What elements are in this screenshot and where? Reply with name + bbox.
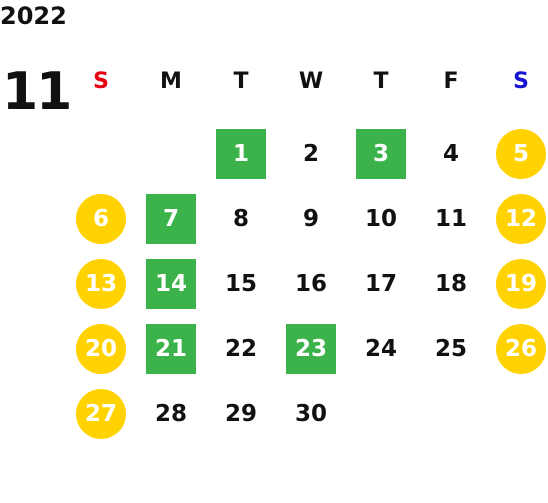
weekday-header: T (233, 68, 249, 94)
day-number: 4 (442, 140, 459, 167)
day-cell[interactable]: 22 (206, 316, 276, 381)
day-cell (416, 381, 486, 446)
day-number: 16 (294, 270, 327, 297)
day-number: 6 (76, 193, 126, 244)
day-cell[interactable]: 6 (66, 186, 136, 251)
day-cell[interactable]: 14 (136, 251, 206, 316)
empty-day (146, 129, 196, 179)
day-number: 24 (364, 335, 397, 362)
day-cell[interactable]: 27 (66, 381, 136, 446)
day-cell[interactable]: 3 (346, 121, 416, 186)
day-number: 7 (146, 193, 196, 244)
day-cell[interactable]: 13 (66, 251, 136, 316)
day-cell[interactable]: 19 (486, 251, 548, 316)
weekday-header: S (513, 68, 529, 94)
day-cell (486, 381, 548, 446)
day-number: 26 (496, 323, 546, 374)
day-cell (346, 381, 416, 446)
day-cell[interactable]: 26 (486, 316, 548, 381)
day-number: 28 (154, 400, 187, 427)
day-cell[interactable]: 11 (416, 186, 486, 251)
day-number: 10 (364, 205, 397, 232)
day-number: 27 (76, 388, 126, 439)
day-number: 1 (216, 128, 266, 179)
day-number: 2 (302, 140, 319, 167)
day-cell[interactable]: 4 (416, 121, 486, 186)
day-cell[interactable]: 10 (346, 186, 416, 251)
empty-day (356, 389, 406, 439)
day-number: 20 (76, 323, 126, 374)
day-cell[interactable]: 30 (276, 381, 346, 446)
day-cell[interactable]: 25 (416, 316, 486, 381)
day-number: 17 (364, 270, 397, 297)
day-cell (136, 121, 206, 186)
day-cell[interactable]: 12 (486, 186, 548, 251)
day-number: 8 (232, 205, 249, 232)
weekday-header: T (373, 68, 389, 94)
day-number: 29 (224, 400, 257, 427)
day-number: 5 (496, 128, 546, 179)
day-number: 19 (496, 258, 546, 309)
day-number: 13 (76, 258, 126, 309)
day-cell[interactable]: 23 (276, 316, 346, 381)
day-cell[interactable]: 24 (346, 316, 416, 381)
day-cell[interactable]: 17 (346, 251, 416, 316)
day-number: 30 (294, 400, 327, 427)
day-number: 15 (224, 270, 257, 297)
day-cell[interactable]: 7 (136, 186, 206, 251)
day-cell[interactable]: 20 (66, 316, 136, 381)
empty-day (426, 389, 476, 439)
day-number: 9 (302, 205, 319, 232)
day-number: 25 (434, 335, 467, 362)
day-cell[interactable]: 29 (206, 381, 276, 446)
day-number: 18 (434, 270, 467, 297)
day-cell (66, 121, 136, 186)
day-cell[interactable]: 28 (136, 381, 206, 446)
day-number: 21 (146, 323, 196, 374)
day-cell[interactable]: 8 (206, 186, 276, 251)
empty-day (496, 389, 546, 439)
weekday-header: F (443, 68, 459, 94)
calendar-year: 2022 (0, 2, 67, 30)
day-cell[interactable]: 16 (276, 251, 346, 316)
weekday-header: W (298, 68, 324, 94)
empty-day (76, 129, 126, 179)
day-number: 12 (496, 193, 546, 244)
day-cell[interactable]: 2 (276, 121, 346, 186)
day-cell[interactable]: 9 (276, 186, 346, 251)
day-number: 11 (434, 205, 467, 232)
day-number: 14 (146, 258, 196, 309)
day-cell[interactable]: 1 (206, 121, 276, 186)
day-cell[interactable]: 5 (486, 121, 548, 186)
weekday-header: S (93, 68, 109, 94)
calendar-month: 11 (2, 62, 72, 122)
weekday-header: M (160, 68, 182, 94)
day-number: 23 (286, 323, 336, 374)
day-number: 3 (356, 128, 406, 179)
day-number: 22 (224, 335, 257, 362)
day-cell[interactable]: 18 (416, 251, 486, 316)
day-cell[interactable]: 21 (136, 316, 206, 381)
day-cell[interactable]: 15 (206, 251, 276, 316)
